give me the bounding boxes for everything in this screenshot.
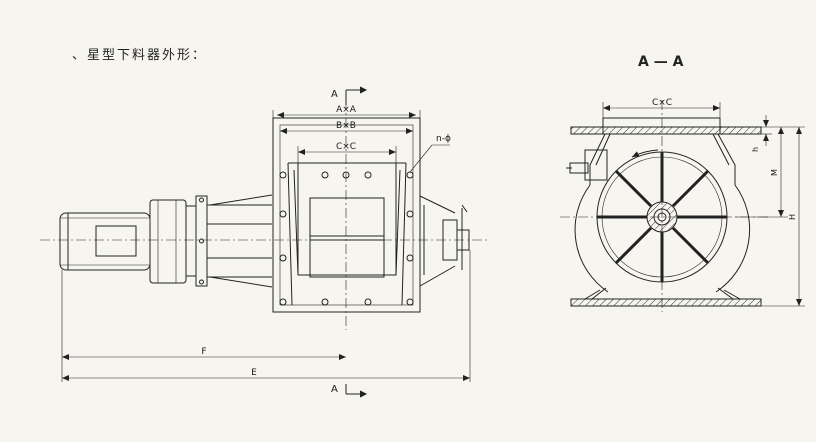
body-flange (272, 117, 421, 313)
bearing-cap (419, 195, 470, 287)
dim-outer-label: A×A (336, 105, 357, 115)
section-cut-bottom (345, 384, 368, 398)
side-dim-h-total-label: H (788, 214, 797, 220)
front-view (40, 86, 490, 398)
side-dim-opening-label: C×C (652, 98, 672, 108)
drawing-heading: 、星型下料器外形： (72, 48, 208, 63)
side-dim-m-label: M (770, 169, 779, 176)
side-view (560, 100, 805, 312)
coupling-flange (185, 194, 273, 288)
dim-inner-label: C×C (336, 142, 356, 152)
center-lines (40, 100, 490, 330)
dim-e-label: E (251, 368, 257, 378)
dim-f-label: F (201, 347, 206, 357)
side-dim-h-small-label: h (751, 147, 760, 152)
section-marker-top: A (331, 89, 338, 100)
dim-holes-label: n-ϕ (436, 134, 451, 144)
motor (59, 199, 187, 284)
section-view-title: A — A (638, 54, 684, 70)
section-cut-top (345, 86, 368, 105)
section-marker-bottom: A (331, 384, 338, 395)
dim-middle-label: B×B (336, 121, 356, 131)
